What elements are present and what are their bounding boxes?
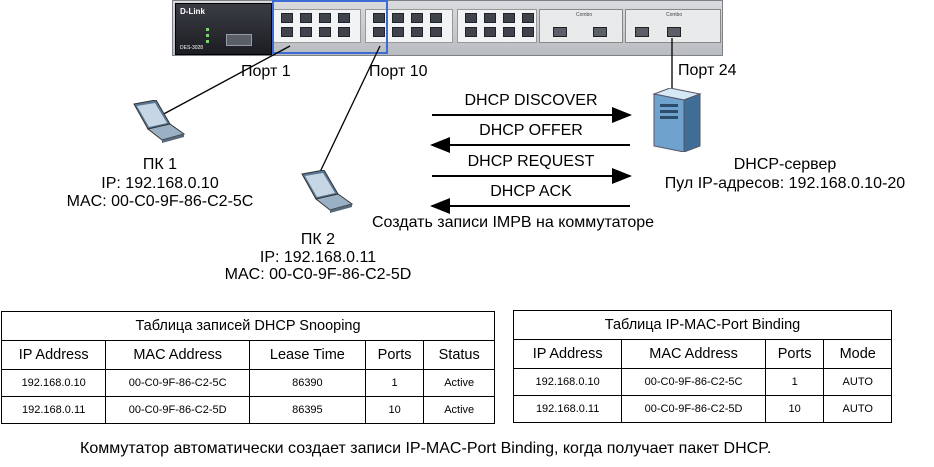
switch-port-icon	[503, 27, 515, 37]
snooping-cell: 00-C0-9F-86-C2-5D	[105, 396, 250, 424]
binding-cell: AUTO	[823, 368, 892, 396]
switch-port-icon	[503, 13, 515, 23]
server-icon	[652, 88, 702, 152]
switch-port-icon	[411, 27, 423, 37]
snooping-col-ip: IP Address	[0, 340, 107, 370]
switch-port-icon	[338, 27, 350, 37]
snooping-cell: 10	[364, 396, 425, 424]
table-row: 192.168.0.10 00-C0-9F-86-C2-5C 1 AUTO	[512, 368, 892, 396]
pc1-name: ПК 1	[142, 156, 178, 173]
switch-port-icon	[281, 27, 293, 37]
table-row: 192.168.0.11 00-C0-9F-86-C2-5D 86395 10 …	[0, 396, 495, 424]
switch-port-icon	[522, 13, 534, 23]
switch-port-icon	[411, 13, 423, 23]
switch-model: DES-3028	[180, 45, 204, 51]
snooping-table: Таблица записей DHCP Snooping IP Address…	[0, 311, 495, 424]
highlight-frame	[272, 0, 388, 54]
snooping-col-lease: Lease Time	[248, 340, 366, 370]
pc1-ip: IP: 192.168.0.10	[101, 175, 219, 192]
binding-cell: 00-C0-9F-86-C2-5C	[621, 368, 766, 396]
laptop-icon-pc1	[133, 100, 186, 143]
binding-cell: AUTO	[823, 395, 892, 423]
msg-offer: DHCP OFFER	[479, 122, 583, 139]
switch-port-icon	[319, 27, 331, 37]
server-pool: Пул IP-адресов: 192.168.0.10-20	[664, 175, 906, 192]
port1-label: Порт 1	[241, 63, 291, 80]
binding-table-title: Таблица IP-MAC-Port Binding	[513, 310, 892, 340]
snooping-cell: 192.168.0.11	[0, 396, 107, 424]
snooping-col-ports: Ports	[364, 340, 425, 370]
switch-port-icon	[392, 13, 404, 23]
snooping-cell: 86395	[248, 396, 366, 424]
switch-front-panel: D-Link DES-3028	[175, 3, 272, 55]
binding-col-ports: Ports	[764, 339, 825, 369]
sfp-port-23	[635, 27, 649, 37]
snooping-cell: Active	[423, 369, 495, 397]
combo-box-2: Combo	[625, 9, 721, 43]
switch-port-icon	[373, 13, 385, 23]
console-port	[226, 34, 252, 46]
switch-port-icon	[300, 27, 312, 37]
combo-box-1: Combo	[539, 9, 623, 43]
switch-port-icon	[430, 27, 442, 37]
snooping-table-title: Таблица записей DHCP Snooping	[1, 311, 495, 341]
switch-port-icon	[392, 27, 404, 37]
binding-cell: 10	[764, 395, 825, 423]
pc1-mac: MAC: 00-C0-9F-86-C2-5C	[66, 193, 254, 210]
snooping-col-mac: MAC Address	[105, 340, 250, 370]
switch-port-icon	[430, 13, 442, 23]
combo-label-2: Combo	[666, 12, 683, 18]
msg-discover: DHCP DISCOVER	[464, 92, 598, 109]
binding-cell: 192.168.0.10	[512, 368, 623, 396]
sfp-port-22	[593, 27, 607, 37]
switch-status-leds	[206, 28, 222, 44]
table-row: 192.168.0.10 00-C0-9F-86-C2-5C 86390 1 A…	[0, 369, 495, 397]
switch-port-icon	[281, 13, 293, 23]
pc2-ip: IP: 192.168.0.11	[259, 249, 377, 266]
server-name: DHCP-сервер	[733, 156, 837, 173]
switch-port-icon	[465, 13, 477, 23]
pc2-mac: MAC: 00-C0-9F-86-C2-5D	[224, 266, 412, 283]
switch-port-icon	[319, 13, 331, 23]
port24-label: Порт 24	[678, 62, 737, 79]
binding-cell: 1	[764, 368, 825, 396]
snooping-cell: 86390	[248, 369, 366, 397]
pc2-cable	[319, 45, 381, 173]
laptop-icon-pc2	[301, 170, 354, 213]
switch-port-icon	[300, 13, 312, 23]
binding-cell: 00-C0-9F-86-C2-5D	[621, 395, 766, 423]
switch-port-icon	[484, 13, 496, 23]
footer-note: Коммутатор автоматически создает записи …	[80, 440, 772, 457]
binding-cell: 192.168.0.11	[512, 395, 623, 423]
switch-port-icon	[373, 27, 385, 37]
snooping-cell: 1	[364, 369, 425, 397]
switch-port-icon	[484, 27, 496, 37]
sfp-port-24	[667, 27, 681, 37]
impb-note: Создать записи IMPB на коммутаторе	[372, 214, 655, 231]
switch-brand: D-Link	[180, 7, 205, 16]
binding-col-ip: IP Address	[512, 339, 623, 369]
pc1-cable	[159, 45, 291, 117]
pc2-name: ПК 2	[300, 231, 336, 248]
snooping-col-status: Status	[423, 340, 495, 370]
binding-col-mac: MAC Address	[621, 339, 766, 369]
switch-port-icon	[338, 13, 350, 23]
binding-table: Таблица IP-MAC-Port Binding IP Address M…	[512, 310, 892, 423]
snooping-cell: 00-C0-9F-86-C2-5C	[105, 369, 250, 397]
binding-col-mode: Mode	[823, 339, 892, 369]
network-switch: D-Link DES-3028 Combo Combo	[172, 0, 723, 56]
table-row: 192.168.0.11 00-C0-9F-86-C2-5D 10 AUTO	[512, 395, 892, 423]
msg-ack: DHCP ACK	[490, 183, 572, 200]
switch-port-icon	[522, 27, 534, 37]
msg-request: DHCP REQUEST	[467, 153, 595, 170]
switch-port-icon	[465, 27, 477, 37]
combo-label-1: Combo	[576, 12, 593, 18]
snooping-cell: Active	[423, 396, 495, 424]
sfp-port-21	[553, 27, 567, 37]
snooping-cell: 192.168.0.10	[0, 369, 107, 397]
port10-label: Порт 10	[369, 63, 428, 80]
